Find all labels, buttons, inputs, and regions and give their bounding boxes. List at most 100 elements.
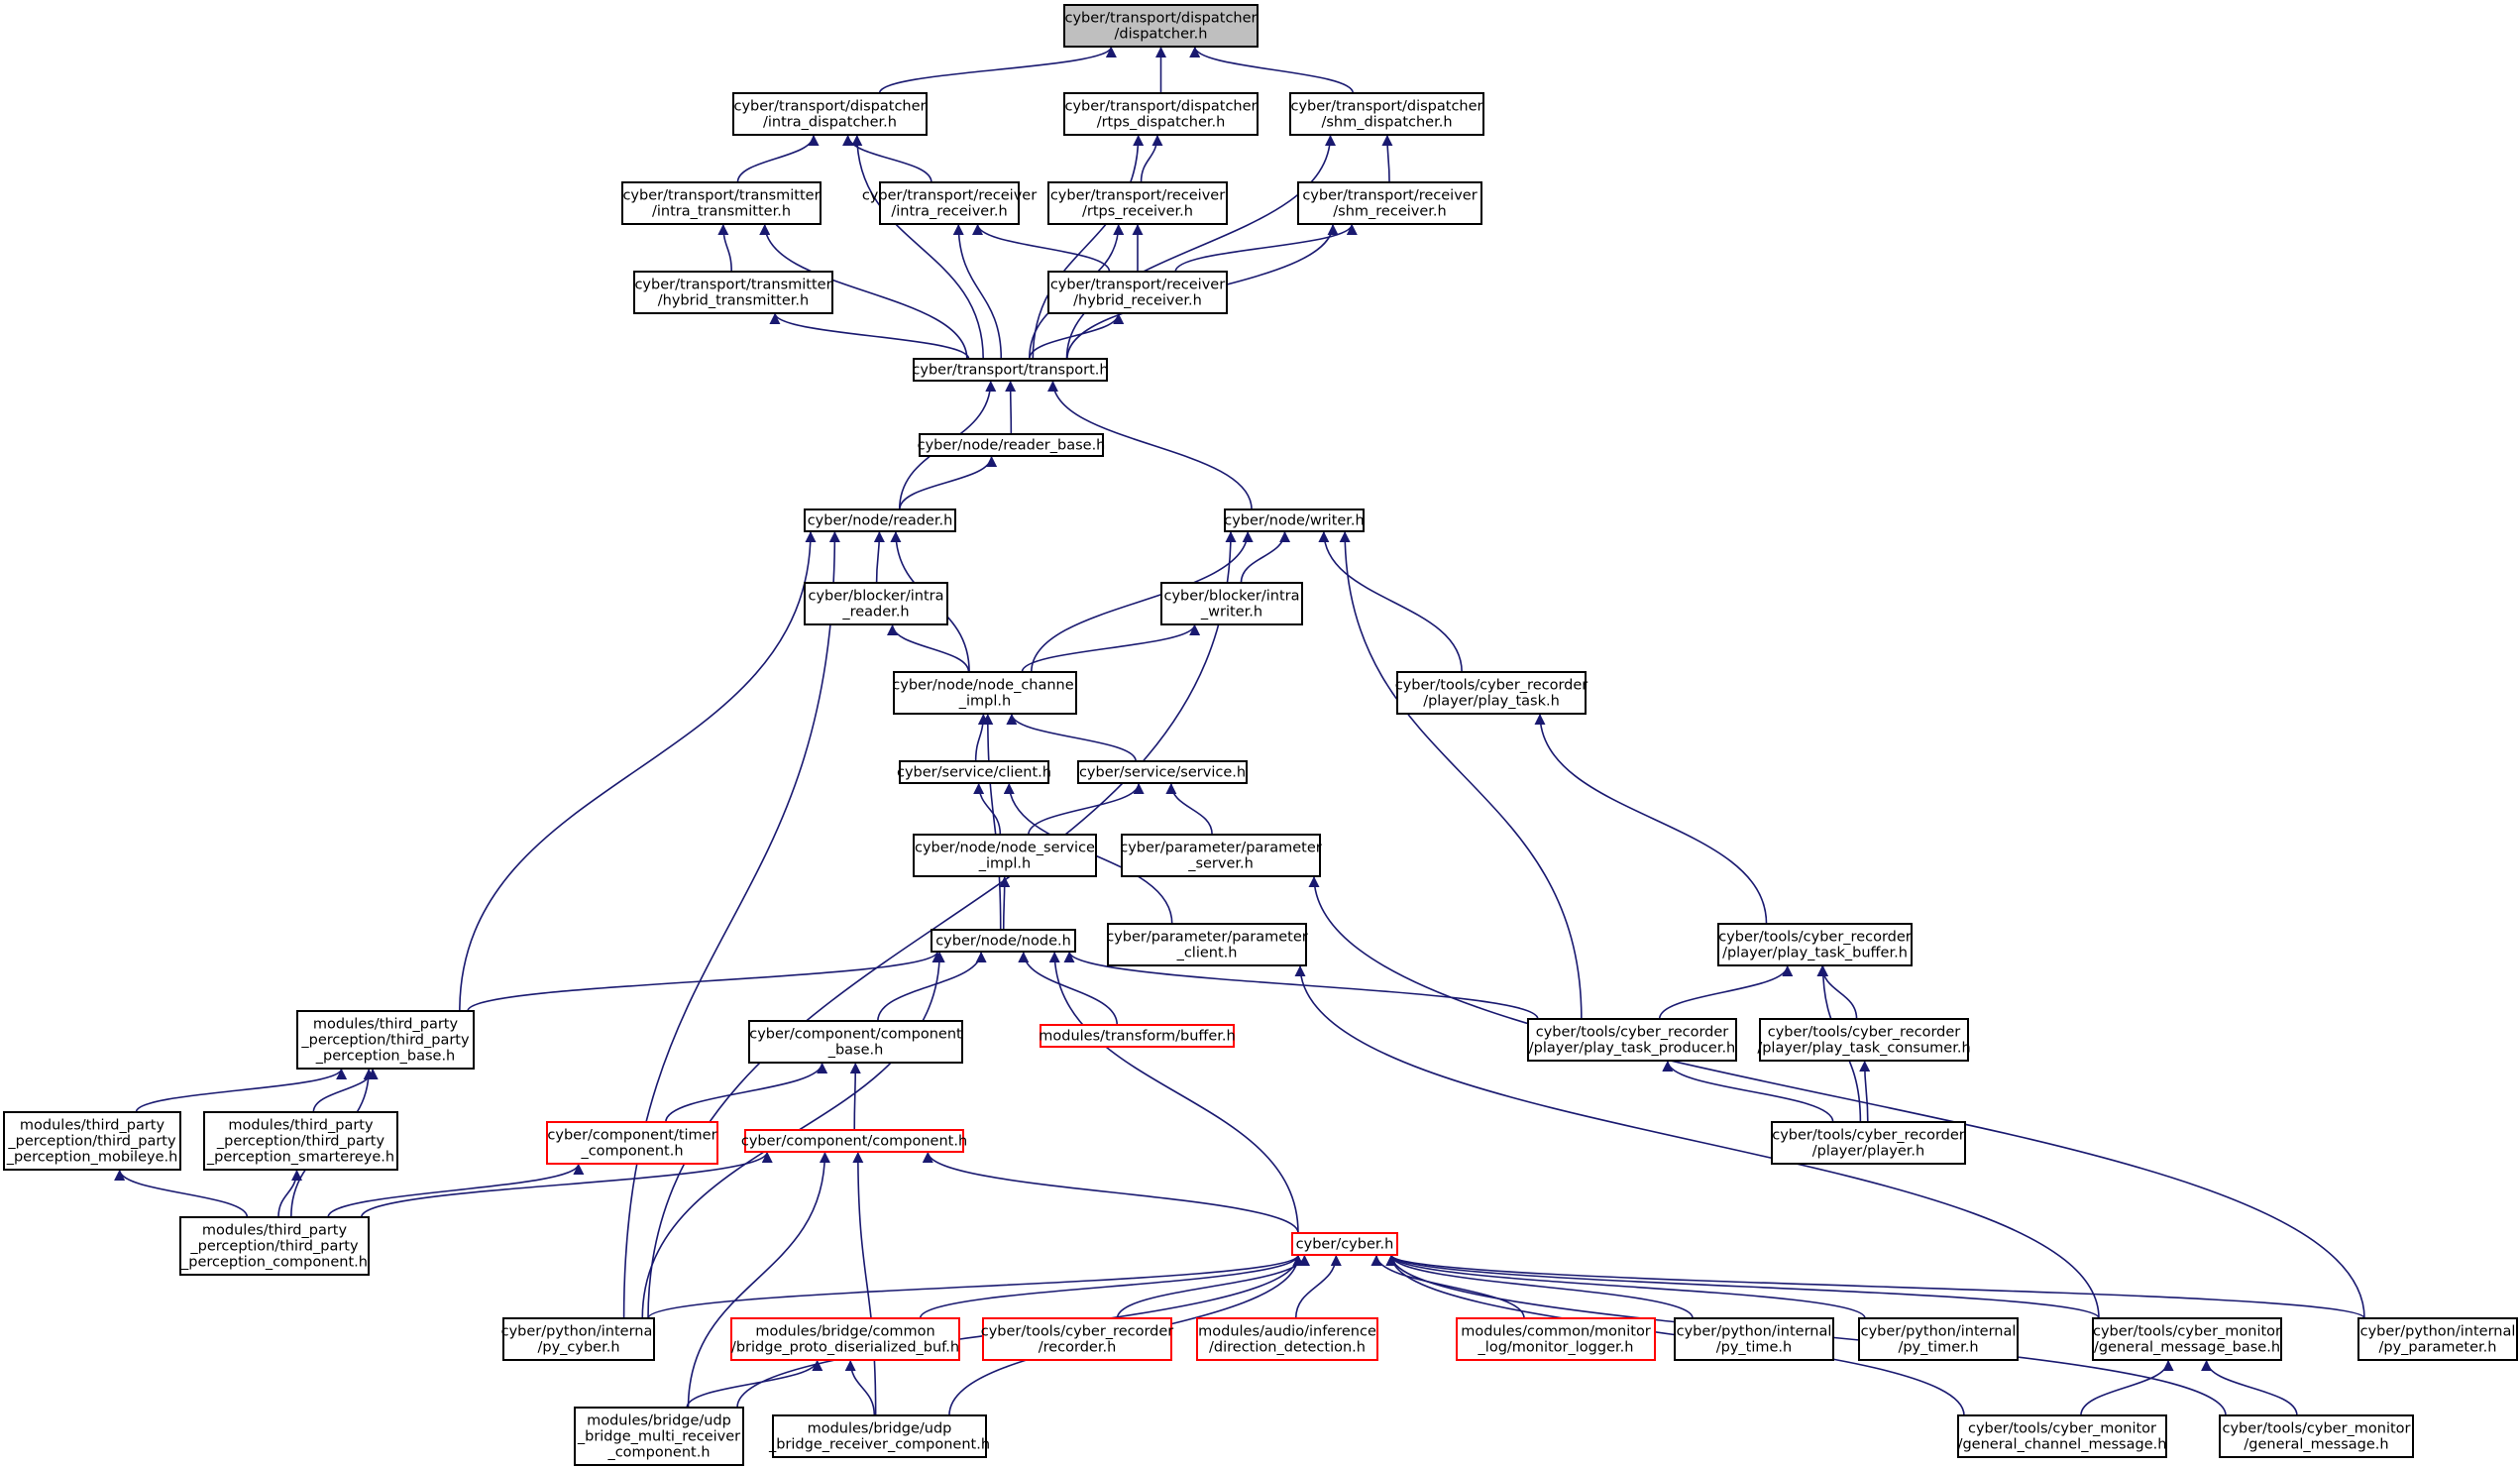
edge-reader-includes-reader_base (899, 455, 998, 510)
edge-node_service_impl-includes-service (1028, 782, 1145, 836)
node-box (732, 92, 928, 136)
node-client[interactable]: cyber/service/client.h (897, 760, 1051, 784)
node-rtps-receiver[interactable]: cyber/transport/receiver/rtps_receiver.h (1047, 181, 1228, 225)
node-py-cyber[interactable]: cyber/python/internal/py_cyber.h (501, 1317, 657, 1361)
node-label-line: cyber/transport/transmitter (634, 278, 831, 293)
node-node-service-impl[interactable]: cyber/node/node_service_impl.h (913, 834, 1097, 877)
node-box (893, 671, 1077, 715)
node-play-task-buffer[interactable]: cyber/tools/cyber_recorder/player/play_t… (1717, 923, 1913, 966)
node-label-line: cyber/node/node_channel (892, 678, 1077, 694)
node-label-line: cyber/parameter/parameter (1120, 841, 1322, 856)
edge-parameter_server-includes-service (1165, 782, 1213, 836)
edge-node_service_impl-includes-client (973, 782, 1002, 836)
node-box (879, 181, 1020, 225)
node-node-channel-impl[interactable]: cyber/node/node_channel_impl.h (892, 671, 1078, 715)
node-component[interactable]: cyber/component/component.h (741, 1129, 967, 1153)
edge-py_cyber-includes-cyber (647, 1254, 1304, 1319)
node-label-line: _perception/third_party (189, 1239, 359, 1255)
node-parameter-server[interactable]: cyber/parameter/parameter_server.h (1120, 834, 1322, 877)
node-hybrid-receiver[interactable]: cyber/transport/receiver/hybrid_receiver… (1047, 271, 1228, 314)
node-label-line: _perception_mobileye.h (6, 1150, 178, 1166)
edge-cyber-includes-component (922, 1151, 1299, 1234)
node-label-line: _base.h (827, 1043, 884, 1059)
node-play-task[interactable]: cyber/tools/cyber_recorder/player/play_t… (1395, 671, 1589, 715)
dependency-edges (114, 46, 2365, 1416)
edge-transport-includes-rtps_dispatcher (1032, 134, 1145, 360)
node-general-channel-message[interactable]: cyber/tools/cyber_monitor/general_channe… (1957, 1414, 2167, 1458)
node-label-line: /intra_receiver.h (891, 204, 1007, 220)
node-box (1297, 181, 1482, 225)
node-label-line: /rtps_dispatcher.h (1097, 115, 1226, 131)
node-monitor-logger[interactable]: modules/common/monitor_log/monitor_logge… (1456, 1317, 1656, 1361)
node-play-task-consumer[interactable]: cyber/tools/cyber_recorder/player/play_t… (1757, 1018, 1971, 1062)
node-box (931, 929, 1076, 953)
node-general-message[interactable]: cyber/tools/cyber_monitor/general_messag… (2219, 1414, 2414, 1458)
node-direction-detection[interactable]: modules/audio/inference/direction_detect… (1196, 1317, 1378, 1361)
edge-intra_receiver-includes-intra_dispatcher (842, 134, 932, 183)
node-reader[interactable]: cyber/node/reader.h (804, 508, 956, 532)
node-intra-reader[interactable]: cyber/blocker/intra_reader.h (804, 582, 948, 625)
node-play-task-producer[interactable]: cyber/tools/cyber_recorder/player/play_t… (1527, 1018, 1737, 1062)
node-py-parameter[interactable]: cyber/python/internal/py_parameter.h (2357, 1317, 2518, 1361)
node-udp-receiver[interactable]: modules/bridge/udp_bridge_receiver_compo… (768, 1414, 990, 1458)
node-parameter-client[interactable]: cyber/parameter/parameter_client.h (1106, 923, 1308, 966)
node-box (899, 760, 1049, 784)
node-box (913, 834, 1097, 877)
node-py-timer[interactable]: cyber/python/internal/py_timer.h (1858, 1317, 2019, 1361)
edge-tp_component-includes-timer_component (327, 1163, 585, 1218)
node-intra-dispatcher[interactable]: cyber/transport/dispatcher/intra_dispatc… (732, 92, 928, 136)
node-rtps-dispatcher[interactable]: cyber/transport/dispatcher/rtps_dispatch… (1063, 92, 1259, 136)
node-writer[interactable]: cyber/node/writer.h (1224, 508, 1365, 532)
node-label-line: /general_message.h (2244, 1437, 2388, 1453)
node-label-line: /intra_transmitter.h (652, 204, 791, 220)
node-shm-receiver[interactable]: cyber/transport/receiver/shm_receiver.h (1297, 181, 1482, 225)
node-shm-dispatcher[interactable]: cyber/transport/dispatcher/shm_dispatche… (1289, 92, 1484, 136)
node-label-line: cyber/node/node.h (935, 934, 1071, 950)
node-label-line: /hybrid_receiver.h (1073, 293, 1202, 309)
node-label-line: /player/play_task.h (1423, 694, 1560, 710)
node-general-message-base[interactable]: cyber/tools/cyber_monitor/general_messag… (2092, 1317, 2282, 1361)
node-dispatcher[interactable]: cyber/transport/dispatcher/dispatcher.h (1063, 4, 1259, 48)
node-label-line: /dispatcher.h (1115, 27, 1208, 43)
node-label-line: cyber/tools/cyber_recorder (981, 1324, 1174, 1340)
node-box (1456, 1317, 1656, 1361)
node-tp-smartereye[interactable]: modules/third_party_perception/third_par… (203, 1111, 398, 1171)
node-recorder[interactable]: cyber/tools/cyber_recorder/recorder.h (981, 1317, 1174, 1361)
node-hybrid-transmitter[interactable]: cyber/transport/transmitter/hybrid_trans… (633, 271, 833, 314)
node-label-line: /py_timer.h (1898, 1340, 1978, 1356)
node-label-line: cyber/transport/transmitter (622, 188, 820, 204)
node-bridge-buf[interactable]: modules/bridge/common/bridge_proto_diser… (730, 1317, 960, 1361)
node-transform-buffer[interactable]: modules/transform/buffer.h (1039, 1024, 1236, 1048)
node-node[interactable]: cyber/node/node.h (931, 929, 1076, 953)
edge-cyber-includes-node (1048, 951, 1299, 1234)
node-label-line: modules/bridge/udp (808, 1421, 952, 1437)
node-tp-base[interactable]: modules/third_party_perception/third_par… (296, 1010, 475, 1070)
node-intra-writer[interactable]: cyber/blocker/intra_writer.h (1160, 582, 1303, 625)
node-py-time[interactable]: cyber/python/internal/py_time.h (1674, 1317, 1834, 1361)
edge-udp_multi_receiver-includes-component (687, 1151, 830, 1409)
node-tp-mobileye[interactable]: modules/third_party_perception/third_par… (3, 1111, 181, 1171)
node-label-line: cyber/transport/receiver (1050, 188, 1225, 204)
node-component-base[interactable]: cyber/component/component_base.h (748, 1020, 963, 1064)
node-intra-transmitter[interactable]: cyber/transport/transmitter/intra_transm… (621, 181, 822, 225)
node-label-line: cyber/blocker/intra (809, 589, 944, 605)
edge-client-includes-node_channel_impl (974, 713, 989, 762)
edge-shm_receiver-includes-shm_dispatcher (1381, 134, 1393, 183)
node-label-line: _impl.h (958, 694, 1011, 710)
node-intra-receiver[interactable]: cyber/transport/receiver/intra_receiver.… (862, 181, 1037, 225)
node-player[interactable]: cyber/tools/cyber_recorder/player/player… (1771, 1121, 1966, 1165)
node-label-line: cyber/transport/receiver (1302, 188, 1477, 204)
node-box (1107, 923, 1307, 966)
edge-py_time-includes-cyber (1385, 1254, 1694, 1319)
node-box (203, 1111, 398, 1171)
node-timer-component[interactable]: cyber/component/timer_component.h (546, 1121, 718, 1165)
node-service[interactable]: cyber/service/service.h (1077, 760, 1248, 784)
node-reader-base[interactable]: cyber/node/reader_base.h (918, 433, 1106, 457)
node-label-line: /rtps_receiver.h (1082, 204, 1193, 220)
node-box (296, 1010, 475, 1070)
node-cyber[interactable]: cyber/cyber.h (1291, 1232, 1398, 1256)
node-label-line: modules/third_party (313, 1017, 459, 1033)
node-transport[interactable]: cyber/transport/transport.h (912, 358, 1109, 382)
node-tp-component[interactable]: modules/third_party_perception/third_par… (179, 1216, 370, 1276)
node-udp-multi-receiver[interactable]: modules/bridge/udp_bridge_multi_receiver… (574, 1407, 744, 1466)
